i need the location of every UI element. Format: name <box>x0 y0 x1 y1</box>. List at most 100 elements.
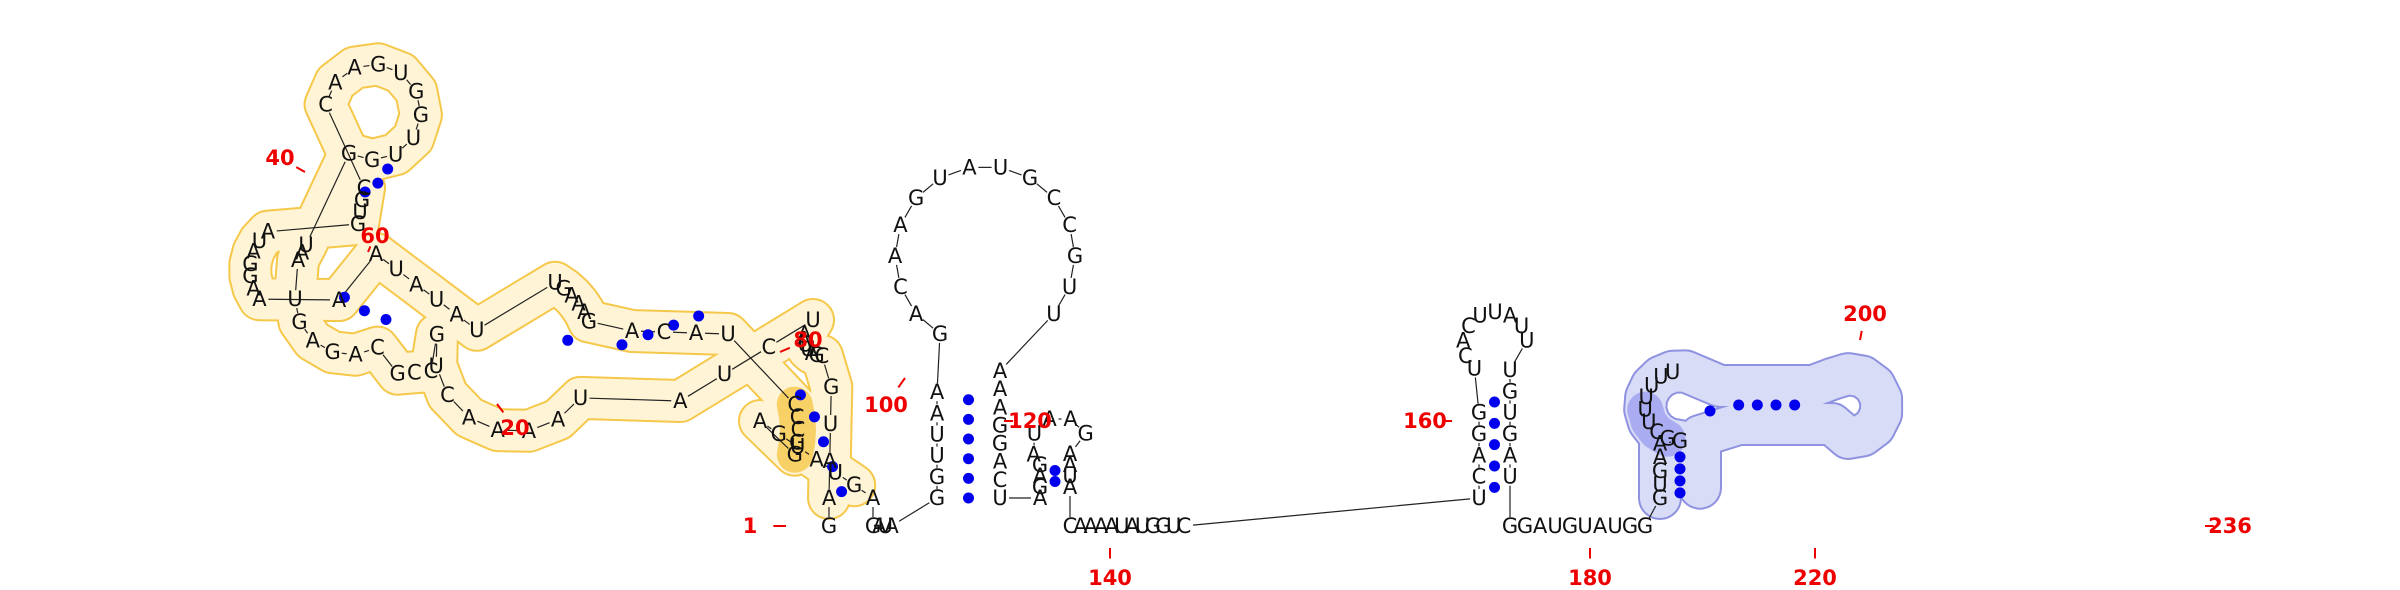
base-pair-178-215 <box>1674 463 1686 475</box>
yellow-accent-patch <box>776 386 816 473</box>
blue-accent-patch <box>1627 391 1686 457</box>
nucleotide-187: U <box>1644 373 1659 397</box>
backbone-link <box>767 425 772 430</box>
nucleotide-106: U <box>993 155 1008 179</box>
base-pair-123-131 <box>1049 465 1061 476</box>
nucleotide-120: U <box>992 486 1007 510</box>
nucleotide-2: A <box>822 486 837 510</box>
nucleotide-153: A <box>1456 329 1471 353</box>
backbone-link <box>417 100 420 107</box>
nucleotide-98: G <box>932 322 948 346</box>
nucleotide-143: G <box>1155 514 1171 538</box>
nucleotide-133: A <box>1063 475 1078 499</box>
backbone-link <box>785 438 791 443</box>
nucleotide-46: A <box>328 70 343 94</box>
backbone-link <box>328 90 333 97</box>
backbone-link <box>423 289 430 295</box>
backbone-link <box>304 328 309 334</box>
yellow-region-fill <box>230 44 875 518</box>
backbone-link <box>438 374 445 387</box>
nucleotide-11: A <box>797 327 812 351</box>
backbone-link <box>922 183 934 193</box>
nucleotide-127: A <box>1042 407 1057 431</box>
nucleotide-79: G <box>789 430 805 454</box>
nucleotide-49: G <box>354 188 370 212</box>
nucleotide-94: U <box>929 444 944 468</box>
nucleotide-107: G <box>1022 166 1038 190</box>
nucleotide-112: U <box>1046 302 1061 326</box>
nucleotide-29: A <box>348 343 363 367</box>
backbone-link <box>431 343 437 363</box>
base-pair-193-210 <box>1751 399 1763 411</box>
nucleotide-104: U <box>932 166 947 190</box>
backbone-link <box>537 422 550 429</box>
position-label-160: 160 <box>1403 409 1447 433</box>
nucleotide-21: A <box>462 406 477 430</box>
nucleotide-66: U <box>547 271 562 295</box>
backbone-link <box>1057 294 1066 307</box>
backbone-link <box>589 397 672 402</box>
nucleotide-134: C <box>1063 514 1078 538</box>
nucleotide-115: A <box>993 395 1008 419</box>
nucleotide-95: U <box>929 423 944 447</box>
nucleotide-92: G <box>929 486 945 510</box>
nucleotide-36: U <box>298 233 313 257</box>
backbone-link <box>922 319 934 329</box>
nucleotide-140: A <box>1125 514 1140 538</box>
nucleotide-28: C <box>370 336 385 360</box>
base-pair-122-132 <box>1049 476 1061 487</box>
highlight-regions <box>228 42 1904 520</box>
base-pair-dots <box>338 163 1801 504</box>
backbone-link <box>733 340 789 399</box>
nucleotide-27: G <box>390 362 406 386</box>
backbone-link <box>268 298 331 301</box>
backbone-link <box>380 155 388 159</box>
base-pair-17-66 <box>562 334 574 346</box>
nucleotide-91: A <box>884 514 899 538</box>
nucleotide-26: C <box>407 360 422 384</box>
backbone-link <box>276 224 350 232</box>
nucleotide-20: A <box>491 418 506 442</box>
base-pair-5-83 <box>808 411 820 423</box>
nucleotide-150: G <box>1471 401 1487 425</box>
backbone-link <box>382 258 390 265</box>
backbone-link <box>296 307 299 314</box>
nucleotide-122: G <box>1032 475 1048 499</box>
nucleotide-108: C <box>1047 186 1062 210</box>
nucleotide-110: G <box>1067 244 1083 268</box>
backbone-link <box>776 324 806 343</box>
nucleotide-148: A <box>1472 443 1487 467</box>
nucleotide-179: A <box>1653 445 1668 469</box>
backbone-link <box>904 294 913 307</box>
nucleotide-149: G <box>1471 422 1487 446</box>
nucleotide-172: A <box>1593 514 1608 538</box>
nucleotide-138: A <box>1104 514 1119 538</box>
nucleotide-165: U <box>1502 465 1517 489</box>
nucleotide-144: U <box>1166 514 1181 538</box>
nucleotide-15: U <box>717 362 732 386</box>
nucleotide-88: G <box>865 514 881 538</box>
backbone-link <box>328 112 361 181</box>
base-pair-149-162 <box>1489 417 1500 429</box>
nucleotide-139: U <box>1114 514 1129 538</box>
backbone-link <box>948 169 962 176</box>
backbone-link <box>687 378 718 397</box>
nucleotide-31: A <box>306 329 321 353</box>
backbone-link <box>731 351 762 370</box>
nucleotide-161: G <box>1502 379 1518 403</box>
position-label-1: 1 <box>743 514 758 538</box>
nucleotide-177: U <box>1652 472 1667 496</box>
nucleotide-166: G <box>1502 514 1518 538</box>
nucleotide-41: G <box>413 103 429 127</box>
nucleotide-44: G <box>370 52 386 76</box>
nucleotide-24: G <box>429 323 445 347</box>
base-pair-13-70 <box>693 310 705 322</box>
base-pair-194-209 <box>1770 399 1782 411</box>
position-tick-40 <box>295 166 306 173</box>
nucleotide-81: A <box>753 409 768 433</box>
nucleotide-183: C <box>1649 420 1664 444</box>
nucleotide-185: U <box>1638 398 1653 422</box>
nucleotide-102: A <box>893 213 908 237</box>
nucleotide-17: U <box>573 386 588 410</box>
